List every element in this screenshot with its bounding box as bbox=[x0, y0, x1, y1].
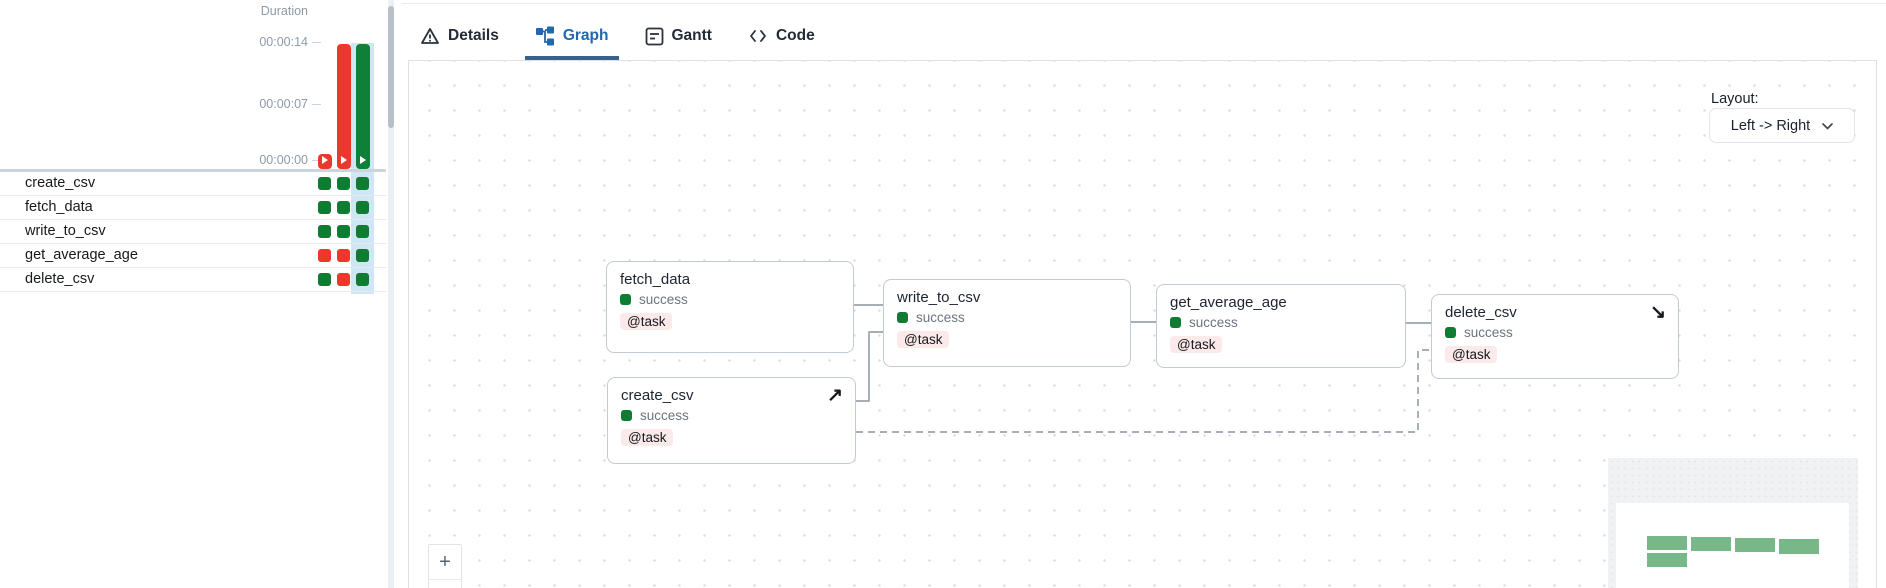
duration-axis-title: Duration bbox=[260, 4, 308, 18]
node-title: fetch_data bbox=[620, 271, 691, 288]
run-duration-bar[interactable] bbox=[356, 44, 370, 169]
minimap-node bbox=[1647, 553, 1687, 567]
minimap-node bbox=[1779, 539, 1819, 554]
task-instance-square[interactable] bbox=[318, 177, 331, 190]
tab-bar: Details Graph Gantt Code bbox=[410, 12, 825, 60]
duration-tick-label: 00:00:07 bbox=[259, 97, 308, 111]
chart-baseline bbox=[0, 169, 386, 172]
task-row: get_average_age bbox=[0, 244, 386, 268]
dag-node-delete_csv[interactable]: ↘ delete_csv success @task bbox=[1431, 294, 1679, 379]
task-instance-square[interactable] bbox=[356, 201, 369, 214]
layout-label: Layout: bbox=[1711, 91, 1759, 107]
run-duration-bar[interactable] bbox=[337, 44, 351, 169]
task-decorator-badge: @task bbox=[897, 331, 950, 348]
dag-node-create_csv[interactable]: ↗ create_csv success @task bbox=[607, 377, 856, 464]
warning-triangle-icon bbox=[420, 26, 440, 46]
dag-graph-canvas[interactable]: Layout: Left -> Right fetch_data success… bbox=[408, 60, 1877, 588]
node-status-text: success bbox=[1464, 325, 1513, 340]
success-status-icon bbox=[1170, 317, 1181, 328]
code-icon bbox=[748, 28, 768, 44]
duration-tick-label: 00:00:00 bbox=[259, 153, 308, 167]
minimap-node bbox=[1735, 538, 1775, 552]
task-name-link[interactable]: delete_csv bbox=[25, 271, 95, 287]
tab-details[interactable]: Details bbox=[410, 12, 509, 60]
task-instance-square[interactable] bbox=[318, 273, 331, 286]
node-title: delete_csv bbox=[1445, 304, 1517, 321]
gantt-icon bbox=[645, 27, 664, 46]
node-title: write_to_csv bbox=[897, 289, 981, 306]
success-status-icon bbox=[620, 294, 631, 305]
task-name-link[interactable]: write_to_csv bbox=[25, 223, 106, 239]
task-instance-square[interactable] bbox=[356, 225, 369, 238]
node-status-text: success bbox=[1189, 315, 1238, 330]
duration-tick-label: 00:00:14 bbox=[259, 35, 308, 49]
tab-label: Graph bbox=[562, 27, 609, 44]
task-name-link[interactable]: get_average_age bbox=[25, 247, 138, 263]
tab-label: Code bbox=[775, 27, 815, 44]
run-duration-bar[interactable] bbox=[318, 154, 332, 169]
duration-tick bbox=[312, 42, 321, 43]
manual-run-play-icon bbox=[360, 156, 366, 164]
minimap[interactable] bbox=[1608, 458, 1858, 588]
task-decorator-badge: @task bbox=[621, 429, 674, 446]
success-status-icon bbox=[897, 312, 908, 323]
tab-label: Details bbox=[448, 27, 499, 44]
duration-tick bbox=[312, 104, 321, 105]
zoom-in-button[interactable]: + bbox=[429, 545, 461, 580]
node-status-text: success bbox=[639, 292, 688, 307]
task-decorator-badge: @task bbox=[1445, 346, 1498, 363]
task-decorator-badge: @task bbox=[620, 313, 673, 330]
dag-node-get_average_age[interactable]: get_average_age success @task bbox=[1156, 284, 1406, 368]
header-divider bbox=[402, 3, 1886, 4]
task-decorator-badge: @task bbox=[1170, 336, 1223, 353]
node-status-text: success bbox=[916, 310, 965, 325]
layout-selected-value: Left -> Right bbox=[1730, 117, 1811, 134]
node-title: get_average_age bbox=[1170, 294, 1287, 311]
sidebar-scrollbar-track bbox=[388, 0, 394, 588]
canvas-zoom-controls: + − bbox=[428, 544, 462, 588]
minimap-node bbox=[1691, 537, 1731, 551]
sidebar-scrollbar-thumb[interactable] bbox=[388, 6, 394, 128]
duration-tick bbox=[312, 160, 321, 161]
task-instance-square[interactable] bbox=[318, 201, 331, 214]
task-instance-square[interactable] bbox=[356, 177, 369, 190]
manual-run-play-icon bbox=[322, 156, 328, 164]
minimap-node bbox=[1647, 536, 1687, 550]
task-row: fetch_data bbox=[0, 196, 386, 220]
dag-node-fetch_data[interactable]: fetch_data success @task bbox=[606, 261, 854, 353]
node-status-text: success bbox=[640, 408, 689, 423]
tab-label: Gantt bbox=[671, 27, 712, 44]
success-status-icon bbox=[621, 410, 632, 421]
teardown-marker-icon: ↘ bbox=[1650, 302, 1666, 323]
task-instance-square[interactable] bbox=[318, 249, 331, 262]
zoom-out-button[interactable]: − bbox=[429, 580, 461, 588]
dag-node-write_to_csv[interactable]: write_to_csv success @task bbox=[883, 279, 1131, 367]
task-row: create_csv bbox=[0, 172, 386, 196]
tab-graph[interactable]: Graph bbox=[524, 12, 619, 60]
task-instance-square[interactable] bbox=[337, 273, 350, 286]
task-name-link[interactable]: create_csv bbox=[25, 175, 96, 191]
tab-code[interactable]: Code bbox=[738, 12, 825, 60]
task-name-link[interactable]: fetch_data bbox=[25, 199, 93, 215]
node-title: create_csv bbox=[621, 387, 694, 404]
setup-marker-icon: ↗ bbox=[827, 385, 843, 406]
chevron-down-icon bbox=[1822, 118, 1833, 134]
task-instance-square[interactable] bbox=[318, 225, 331, 238]
task-list: create_csv fetch_data write_to_csv get_a… bbox=[0, 172, 386, 292]
graph-icon bbox=[535, 26, 555, 46]
task-instance-square[interactable] bbox=[337, 201, 350, 214]
task-instance-square[interactable] bbox=[356, 273, 369, 286]
success-status-icon bbox=[1445, 327, 1456, 338]
task-row: delete_csv bbox=[0, 268, 386, 292]
task-row: write_to_csv bbox=[0, 220, 386, 244]
manual-run-play-icon bbox=[341, 156, 347, 164]
task-instance-square[interactable] bbox=[356, 249, 369, 262]
task-instance-square[interactable] bbox=[337, 225, 350, 238]
run-grid-sidebar: Duration 00:00:14 00:00:07 00:00:00 crea… bbox=[0, 0, 394, 588]
task-instance-square[interactable] bbox=[337, 177, 350, 190]
layout-direction-select[interactable]: Left -> Right bbox=[1709, 108, 1855, 143]
tab-gantt[interactable]: Gantt bbox=[635, 12, 722, 60]
task-instance-square[interactable] bbox=[337, 249, 350, 262]
